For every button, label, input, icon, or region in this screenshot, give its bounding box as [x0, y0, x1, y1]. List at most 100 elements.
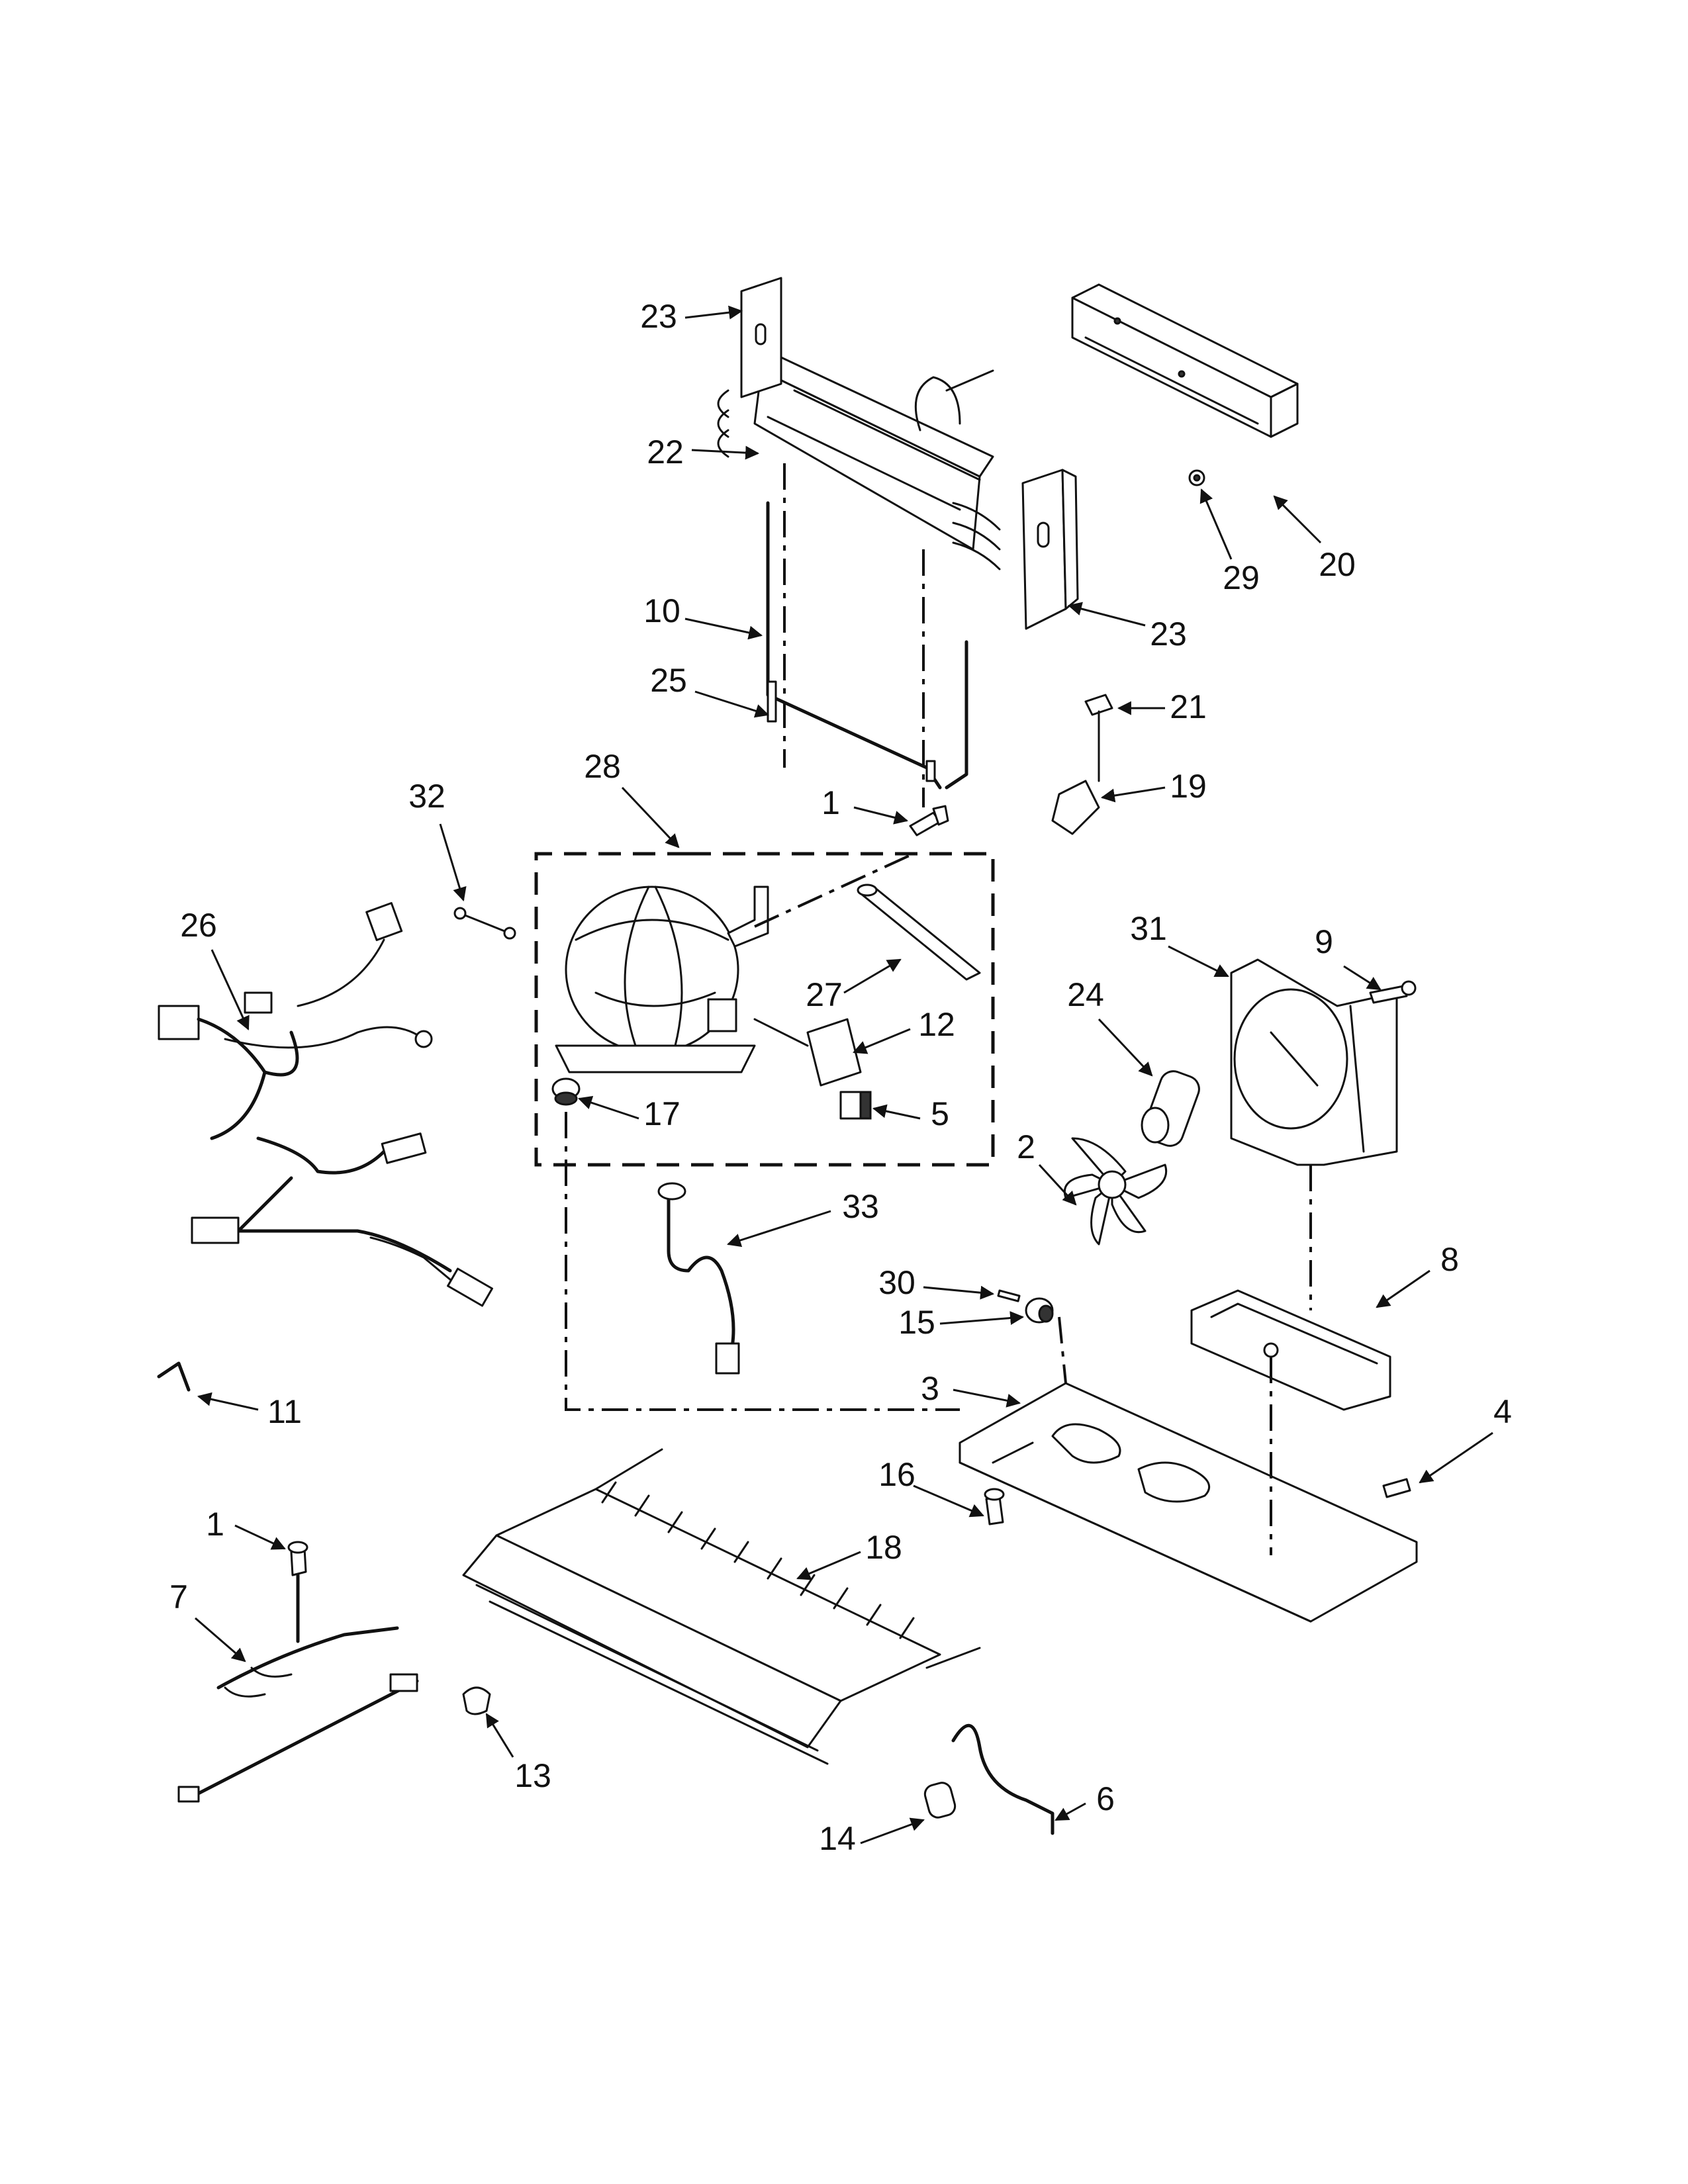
sleeve-part-14 — [923, 1782, 957, 1819]
callout-25: 25 — [650, 662, 687, 699]
compressor-assembly-boundary — [534, 852, 995, 1167]
callout-3: 3 — [921, 1370, 939, 1407]
callout-16: 16 — [878, 1456, 915, 1493]
screw-part-4 — [1382, 1478, 1411, 1498]
evaporator-cover-part — [1071, 283, 1299, 438]
callout-11: 11 — [267, 1393, 302, 1430]
leader-17 — [578, 1096, 639, 1120]
leader-30 — [923, 1285, 995, 1300]
fan-shroud-part — [1230, 958, 1398, 1166]
callout-6: 6 — [1096, 1780, 1115, 1817]
leader-24 — [1098, 1018, 1153, 1077]
clip-part-19 — [1051, 780, 1100, 835]
screw-part-21 — [1084, 694, 1113, 782]
callout-5: 5 — [931, 1095, 949, 1132]
screw-part-1-upper — [909, 805, 949, 837]
defrost-heater-part — [766, 501, 968, 790]
compressor-part — [555, 886, 769, 1073]
leader-16 — [913, 1484, 984, 1518]
leader-31 — [1168, 945, 1229, 978]
evaporator-bracket-right-part — [1021, 469, 1079, 630]
grommet-part-17 — [551, 1077, 581, 1106]
callout-9: 9 — [1315, 923, 1333, 960]
leader-33 — [727, 1210, 831, 1248]
callout-12: 12 — [918, 1006, 955, 1043]
fan-blade-part — [1064, 1137, 1167, 1246]
callout-13: 13 — [514, 1757, 551, 1794]
filter-drier-part — [857, 884, 981, 981]
callout-32: 32 — [408, 778, 445, 815]
leader-27 — [843, 958, 902, 994]
wire-harness-part — [158, 901, 493, 1307]
callout-21: 21 — [1170, 688, 1207, 725]
callout-10: 10 — [643, 592, 680, 629]
leader-lines — [195, 305, 1493, 1844]
screw-part-16 — [984, 1488, 1005, 1525]
callout-15: 15 — [898, 1304, 935, 1341]
condenser-coil-part — [462, 1448, 981, 1765]
leader-11 — [197, 1392, 259, 1411]
screw-part-1-lower — [287, 1541, 308, 1576]
callout-33: 33 — [842, 1188, 879, 1225]
tube-part-6 — [951, 1724, 1055, 1835]
callout-17: 17 — [643, 1095, 680, 1132]
leader-23-right — [1067, 602, 1146, 627]
evaporator-bracket-left-part — [740, 277, 782, 398]
callout-23-right: 23 — [1150, 615, 1187, 653]
wire-harness-part-7 — [177, 1573, 419, 1803]
leader-1-upper — [853, 806, 909, 825]
callout-14: 14 — [819, 1820, 856, 1857]
leader-12 — [853, 1028, 911, 1054]
leader-13 — [485, 1713, 514, 1758]
leader-18 — [796, 1551, 861, 1580]
leader-7 — [195, 1617, 246, 1662]
callout-26: 26 — [180, 907, 217, 944]
base-pan-part — [959, 1382, 1418, 1623]
leader-19 — [1100, 786, 1166, 803]
clip-part-13 — [462, 1686, 491, 1715]
leader-28 — [621, 786, 680, 848]
leader-8 — [1376, 1269, 1430, 1308]
leader-15 — [939, 1311, 1025, 1325]
assembly-guide-lines — [565, 463, 1312, 1555]
link-part-32 — [453, 907, 516, 940]
callout-27: 27 — [806, 976, 843, 1013]
callout-labels: 1 1 2 3 4 5 6 7 8 9 10 11 12 13 14 15 16… — [169, 298, 1512, 1857]
leader-5 — [872, 1104, 921, 1120]
callout-29: 29 — [1223, 559, 1260, 596]
leader-9 — [1343, 965, 1382, 991]
pin-part-30 — [997, 1289, 1021, 1302]
callout-8: 8 — [1440, 1241, 1459, 1278]
callout-1-lower: 1 — [206, 1506, 224, 1543]
leader-6 — [1055, 1802, 1086, 1821]
callout-23-top: 23 — [640, 298, 677, 335]
leader-22 — [691, 445, 760, 460]
leader-20 — [1273, 495, 1322, 544]
grommet-part-15 — [1025, 1297, 1054, 1324]
leader-2 — [1038, 1163, 1077, 1206]
callout-7: 7 — [169, 1578, 188, 1615]
leader-1-lower — [234, 1524, 286, 1550]
clip-part-11 — [157, 1361, 191, 1392]
screw-part-9 — [1369, 980, 1417, 1004]
relay-cover-part-5 — [839, 1091, 872, 1120]
callout-2: 2 — [1017, 1128, 1035, 1165]
callout-31: 31 — [1130, 910, 1167, 947]
callout-1-upper: 1 — [821, 784, 840, 821]
leader-4 — [1419, 1432, 1493, 1484]
callout-24: 24 — [1067, 976, 1104, 1013]
drain-hose-part — [657, 1182, 740, 1375]
leader-26 — [211, 949, 250, 1030]
fan-bracket-part — [1190, 1289, 1391, 1411]
leader-32 — [439, 823, 467, 902]
callout-28: 28 — [584, 748, 621, 785]
callout-22: 22 — [647, 433, 684, 471]
callout-4: 4 — [1493, 1393, 1512, 1430]
leader-23-top — [684, 305, 743, 320]
callout-18: 18 — [865, 1529, 902, 1566]
leader-25 — [694, 690, 770, 718]
screw-part-29 — [1188, 469, 1205, 486]
relay-overload-part — [753, 1018, 862, 1087]
